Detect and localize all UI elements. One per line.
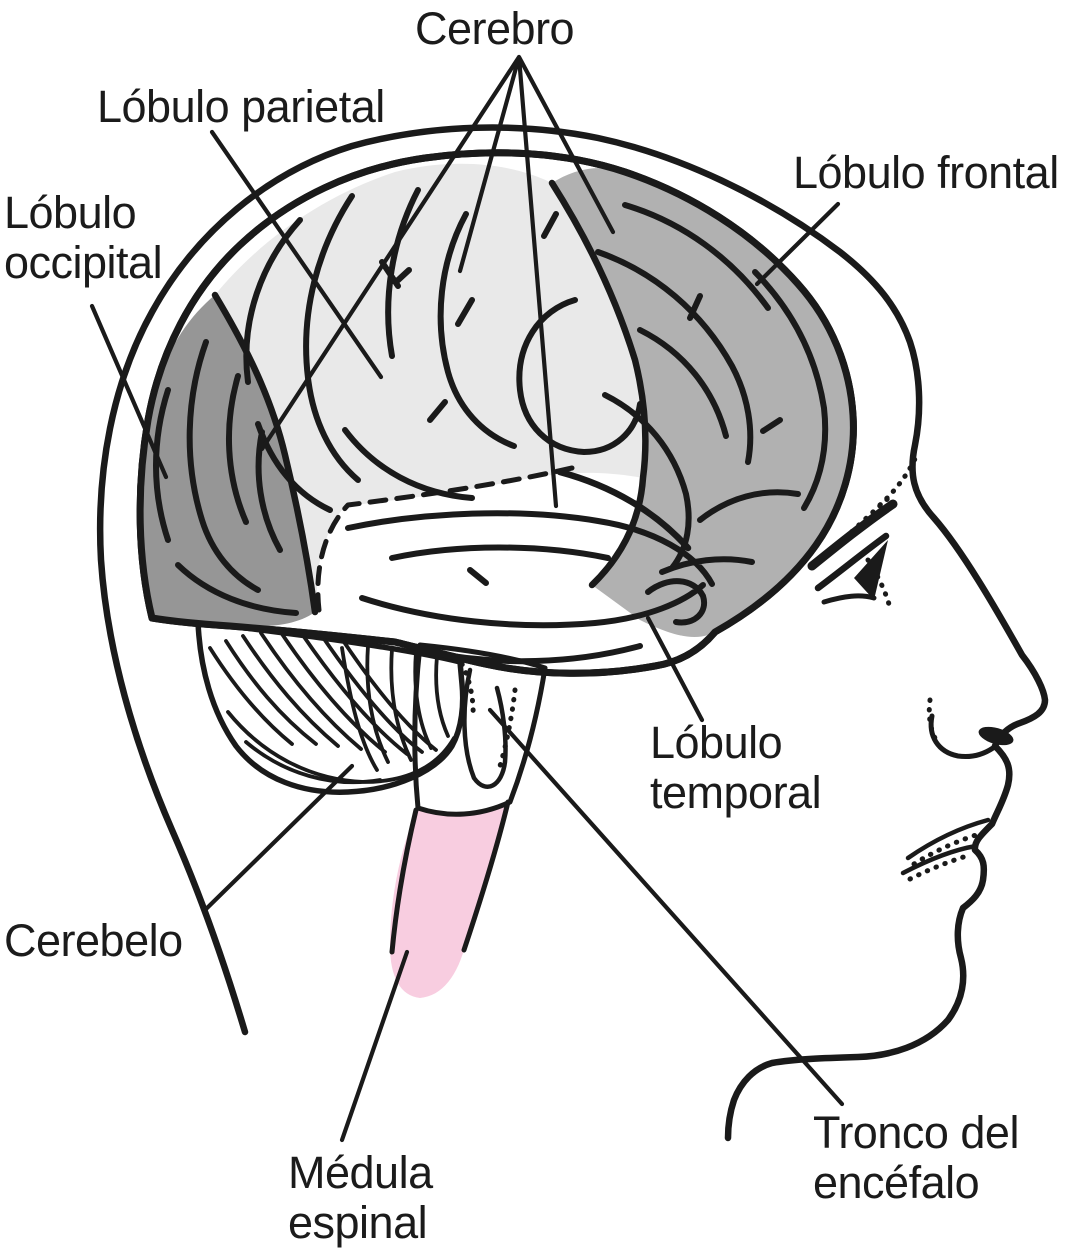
spinal-cord-left-edge: [389, 807, 419, 955]
eye-corner-shadow: [854, 540, 888, 600]
label-cerebelo: Cerebelo: [4, 915, 183, 966]
medula-leader-line: [339, 949, 410, 1143]
spinal-cord: [390, 800, 510, 998]
brow-stipple: [842, 449, 921, 611]
label-temporal: Lóbulo temporal: [650, 717, 822, 819]
nostril-wing: [928, 713, 996, 759]
cerebellum-striations: [208, 629, 456, 785]
occipital-leader-line: [89, 303, 169, 480]
head-profile: [96, 124, 1049, 1142]
frontal-lobe: [552, 167, 854, 637]
label-tronco: Tronco del encéfalo: [813, 1107, 1019, 1209]
label-cerebro: Cerebro: [415, 3, 575, 54]
mouth-line: [900, 843, 979, 876]
temporal-leader-line: [645, 615, 705, 723]
label-parietal: Lóbulo parietal: [97, 81, 385, 132]
label-medula: Médula espinal: [288, 1147, 433, 1249]
cerebrum: [136, 149, 857, 677]
gyri-sulci: [153, 179, 829, 665]
head-outline: [96, 124, 1049, 1142]
pons-detail: [462, 667, 508, 789]
lip-stipple: [907, 830, 985, 882]
cerebelo-leader-line: [201, 763, 355, 914]
temporal-parietal-dashed-boundary: [315, 465, 575, 613]
label-occipital: Lóbulo occipital: [4, 187, 163, 289]
eye-upper-lid: [814, 532, 890, 592]
spinal-cord-right-edge: [461, 799, 511, 953]
gyri: [153, 187, 829, 665]
lobe-boundaries: [211, 179, 692, 616]
tronco-leader-line: [487, 707, 845, 1107]
parietal-leader-line: [209, 129, 384, 380]
brainstem-group: [389, 642, 548, 998]
nostril: [978, 726, 1014, 746]
frontal-leader-line: [754, 201, 841, 287]
eyebrow: [807, 499, 898, 571]
cerebro-leader-lines: [259, 54, 616, 509]
upper-lip-crease: [905, 817, 991, 861]
label-frontal: Lóbulo frontal: [793, 147, 1059, 198]
face-features: [807, 449, 1014, 882]
leader-lines: [89, 54, 845, 1143]
eye-lower-lid: [821, 593, 877, 605]
